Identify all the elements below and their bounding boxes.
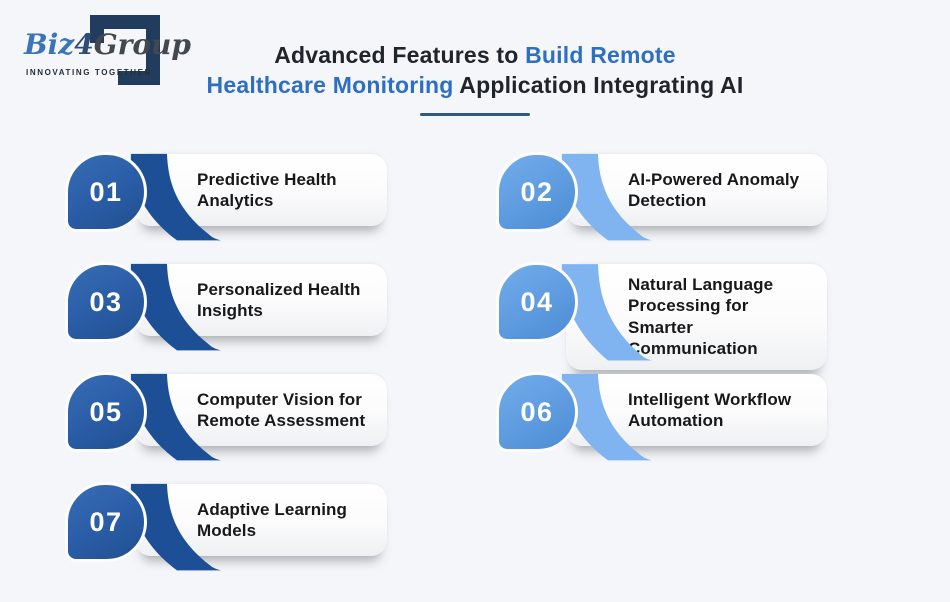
ribbon-swoosh-icon xyxy=(561,264,652,361)
feature-item: Predictive Health Analytics 01 xyxy=(65,152,387,248)
feature-bar: Intelligent Workflow Automation xyxy=(566,374,827,446)
logo-wordmark: Biz4Group xyxy=(24,28,191,62)
feature-label: AI-Powered Anomaly Detection xyxy=(628,169,800,210)
title-underline xyxy=(420,113,530,116)
feature-bar: Personalized Health Insights xyxy=(135,264,387,336)
logo-word-four: 4 xyxy=(74,28,94,61)
features-grid: Predictive Health Analytics 01 AI-Powere… xyxy=(65,152,827,592)
feature-number-badge: 04 xyxy=(496,262,578,342)
feature-number: 06 xyxy=(520,396,554,427)
ribbon-swoosh-icon xyxy=(130,263,221,351)
feature-item: AI-Powered Anomaly Detection 02 xyxy=(496,152,827,248)
logo-word-group: Group xyxy=(93,28,191,61)
feature-number: 04 xyxy=(520,286,554,317)
logo-word-biz: Biz xyxy=(24,28,75,61)
ribbon-swoosh-icon xyxy=(130,483,221,571)
feature-label: Computer Vision for Remote Assessment xyxy=(197,389,366,430)
title-segment-accent: Build Remote xyxy=(525,42,676,68)
feature-item: Adaptive Learning Models 07 xyxy=(65,482,387,578)
feature-number-badge: 01 xyxy=(65,152,147,232)
feature-item: Intelligent Workflow Automation 06 xyxy=(496,372,827,468)
feature-number: 05 xyxy=(89,396,123,427)
ribbon-swoosh-icon xyxy=(561,373,652,461)
feature-label: Adaptive Learning Models xyxy=(197,499,348,540)
ribbon-swoosh-icon xyxy=(130,153,221,241)
feature-number: 07 xyxy=(89,506,123,537)
feature-number-badge: 03 xyxy=(65,262,147,342)
feature-number: 02 xyxy=(520,176,554,207)
feature-item: Personalized Health Insights 03 xyxy=(65,262,387,358)
ribbon-swoosh-icon xyxy=(130,373,221,461)
feature-number-badge: 02 xyxy=(496,152,578,232)
feature-number: 03 xyxy=(89,286,123,317)
feature-label: Natural Language Processing for Smarter … xyxy=(628,275,774,359)
logo-bracket-icon xyxy=(90,15,160,85)
feature-item: Computer Vision for Remote Assessment 05 xyxy=(65,372,387,468)
feature-number: 01 xyxy=(89,176,123,207)
feature-number-badge: 07 xyxy=(65,482,147,562)
feature-label: Intelligent Workflow Automation xyxy=(628,389,792,430)
feature-number-badge: 06 xyxy=(496,372,578,452)
biz4group-logo: Biz4Group INNOVATING TOGETHER xyxy=(24,12,191,100)
title-segment-dark: Advanced Features to xyxy=(274,42,526,68)
feature-label: Personalized Health Insights xyxy=(197,279,361,320)
logo-tagline: INNOVATING TOGETHER xyxy=(26,68,152,77)
ribbon-swoosh-icon xyxy=(561,153,652,241)
title-segment-dark: Application Integrating AI xyxy=(453,72,744,98)
feature-label: Predictive Health Analytics xyxy=(197,169,337,210)
feature-item: Natural Language Processing for Smarter … xyxy=(496,262,827,370)
title-segment-accent: Healthcare Monitoring xyxy=(206,72,454,98)
feature-number-badge: 05 xyxy=(65,372,147,452)
